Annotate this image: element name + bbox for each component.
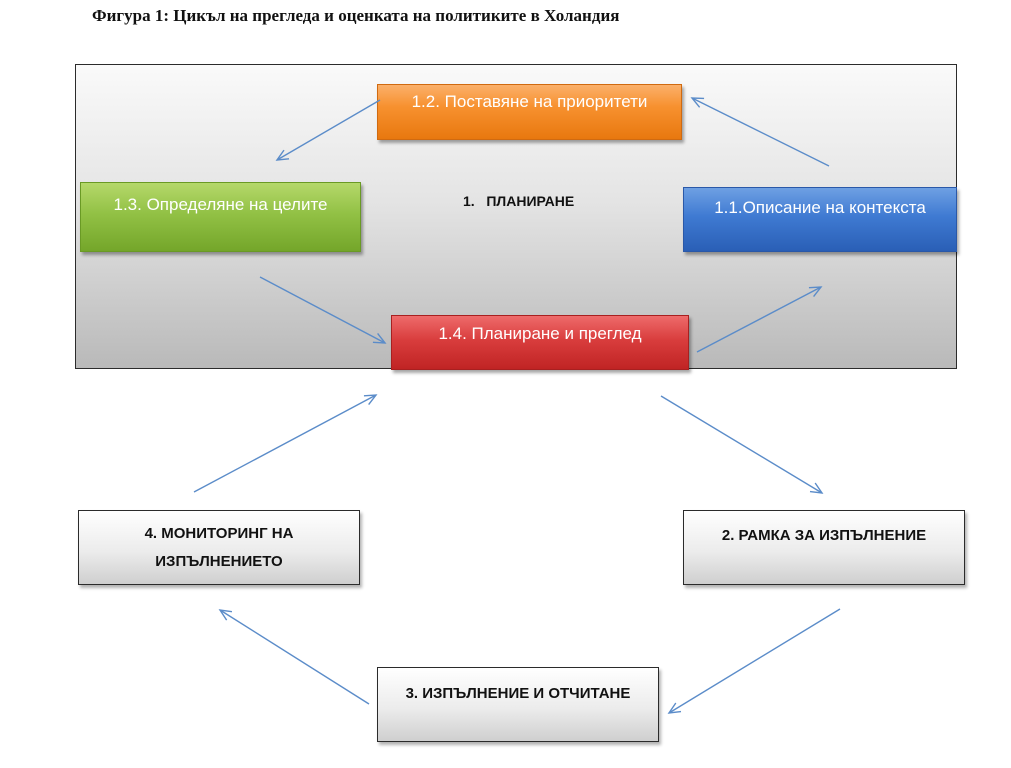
arrow-context-to-priorities (690, 97, 830, 167)
arrow-planning-to-framework (660, 395, 824, 494)
step-priorities: 1.2. Поставяне на приоритети (377, 84, 682, 140)
stage-execution: 3. ИЗПЪЛНЕНИЕ И ОТЧИТАНЕ (377, 667, 659, 742)
step-planning-review: 1.4. Планиране и преглед (391, 315, 689, 370)
arrow-monitoring-to-planning (193, 394, 378, 493)
arrow-framework-to-execution (667, 608, 841, 714)
arrow-execution-to-monitoring (218, 609, 370, 705)
figure-caption: Фигура 1: Цикъл на прегледа и оценката н… (92, 6, 620, 25)
planning-title: 1. ПЛАНИРАНЕ (463, 193, 575, 209)
stage-monitoring-line1: 4. МОНИТОРИНГ НА (144, 524, 294, 542)
stage-monitoring-line2: ИЗПЪЛНЕНИЕТО (155, 552, 283, 570)
step-planning-review-label: 1.4. Планиране и преглед (438, 324, 642, 343)
arrow-goals-to-planning (259, 276, 387, 344)
stage-execution-label: 3. ИЗПЪЛНЕНИЕ И ОТЧИТАНЕ (405, 684, 631, 702)
step-goals-label: 1.3. Определяне на целите (113, 195, 328, 214)
stage-monitoring: 4. МОНИТОРИНГ НА ИЗПЪЛНЕНИЕТО (78, 510, 360, 585)
step-goals: 1.3. Определяне на целите (80, 182, 361, 252)
arrow-planning-to-context (696, 286, 823, 353)
step-priorities-label: 1.2. Поставяне на приоритети (411, 92, 648, 111)
stage-framework: 2. РАМКА ЗА ИЗПЪЛНЕНИЕ (683, 510, 965, 585)
arrow-priorities-to-goals (275, 99, 381, 161)
step-context-label: 1.1.Описание на контекста (714, 198, 926, 217)
stage-framework-label: 2. РАМКА ЗА ИЗПЪЛНЕНИЕ (721, 526, 927, 544)
step-context: 1.1.Описание на контекста (683, 187, 957, 252)
